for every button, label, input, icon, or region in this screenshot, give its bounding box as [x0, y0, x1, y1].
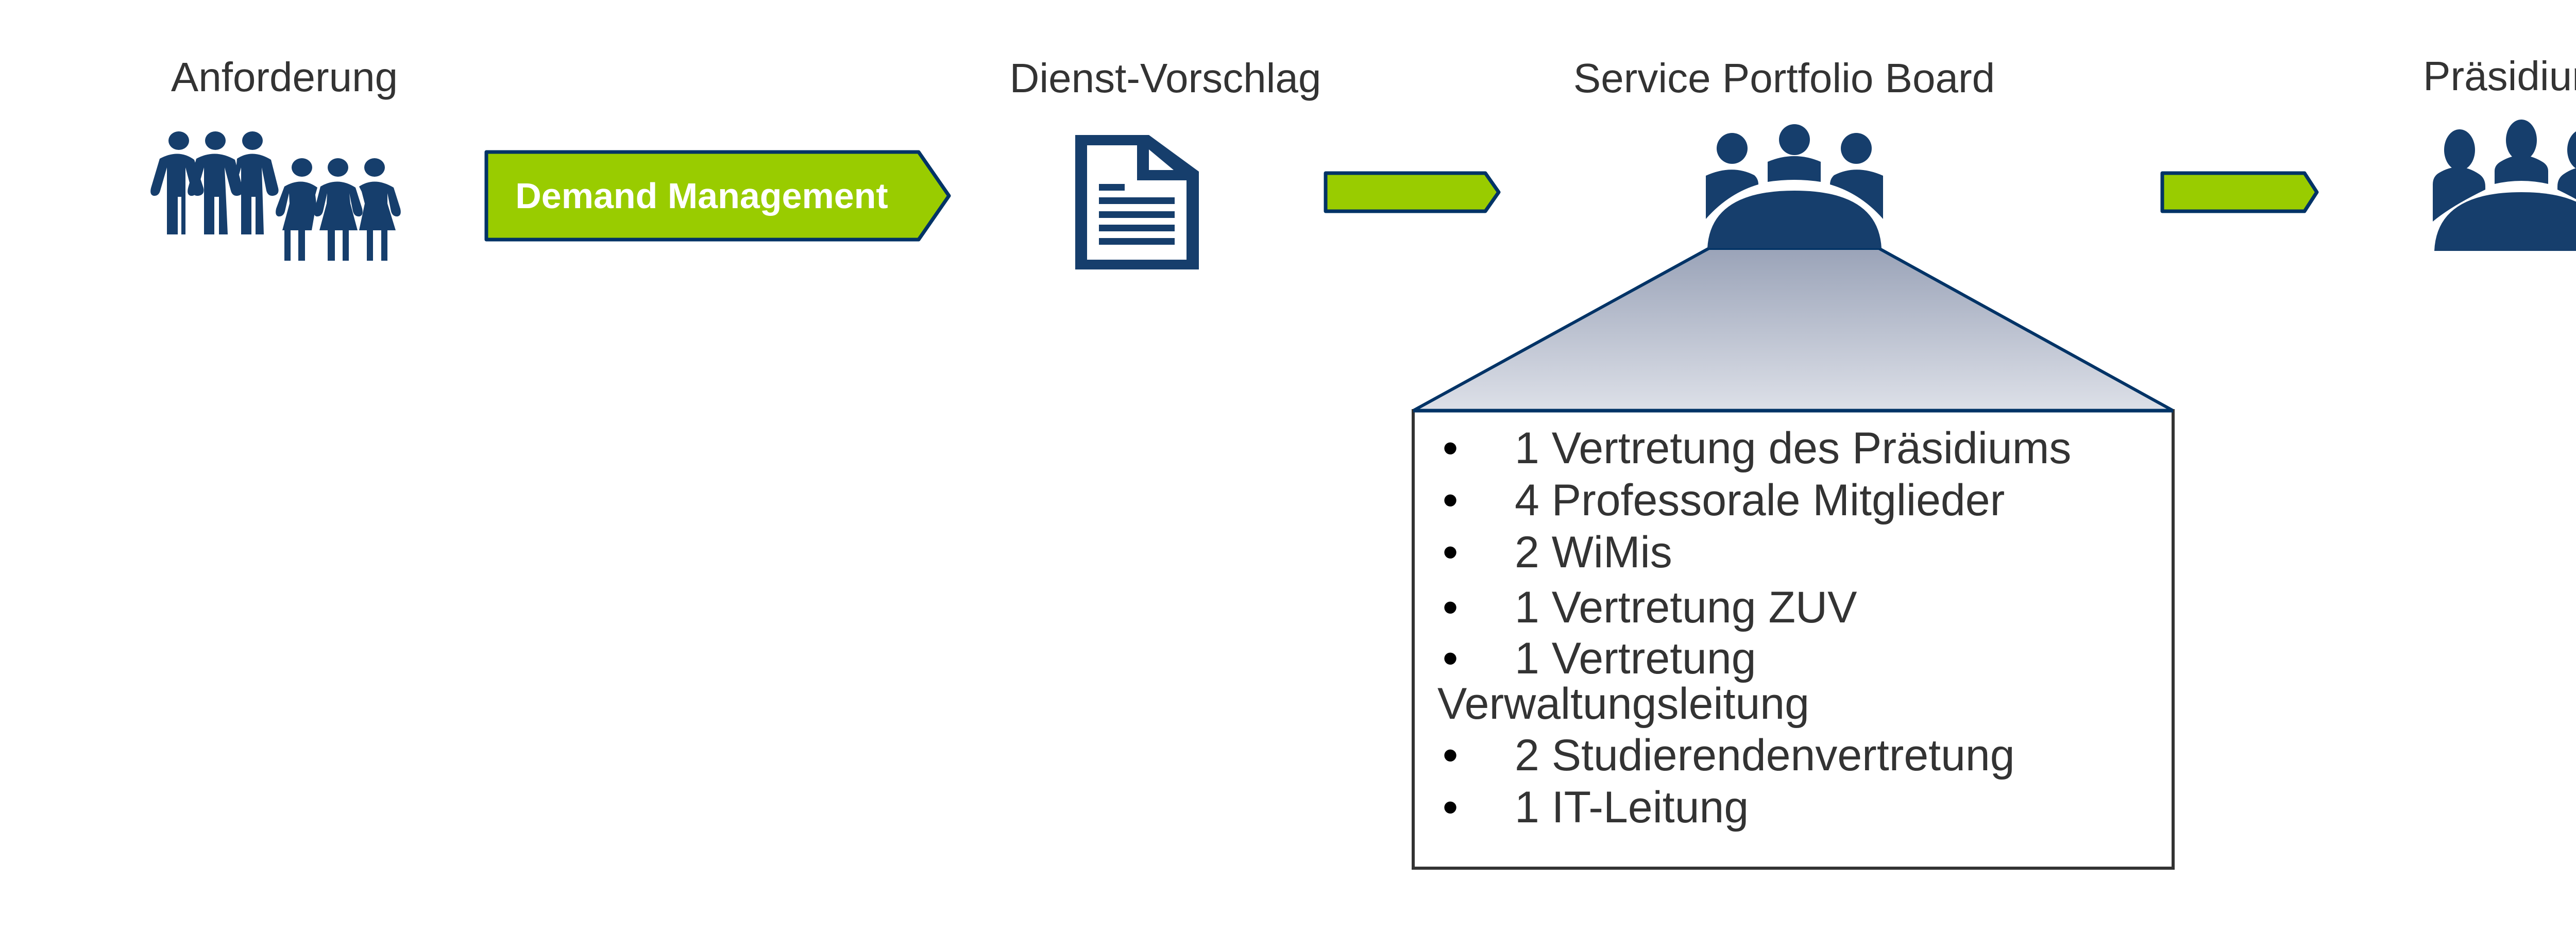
member-text: 1 Vertretung: [1515, 634, 1756, 683]
bullet-icon: •: [1443, 476, 1459, 525]
praesidium-meeting-icon: [2433, 120, 2576, 251]
document-icon: [1075, 135, 1199, 269]
member-text: 1 IT-Leitung: [1515, 783, 1749, 832]
board-members-list: • 1 Vertretung des Präsidiums • 4 Professo…: [1437, 422, 2159, 834]
woman-figure: [276, 158, 317, 261]
man-figure: [234, 131, 279, 234]
stage-label-praesidium: Präsidium: [2423, 53, 2576, 99]
member-text: 2 WiMis: [1515, 528, 1672, 577]
bullet-icon: •: [1443, 583, 1459, 632]
flow-arrow-to-praesidium: [2160, 171, 2319, 213]
member-text: 1 Vertretung ZUV: [1515, 583, 1857, 632]
demand-management-arrow: [484, 150, 951, 242]
man-figure: [188, 131, 243, 234]
stage-label-service-portfolio-board: Service Portfolio Board: [1573, 55, 1995, 101]
member-text-continuation: Verwaltungsleitung: [1437, 679, 1809, 729]
meeting-table-icon: [1706, 124, 1883, 248]
list-item: • 1 IT-Leitung: [1437, 782, 2159, 834]
list-item: • 2 Studierendenvertretung: [1437, 730, 2159, 782]
callout-connector: [1412, 247, 2175, 412]
stage-label-anforderung: Anforderung: [171, 54, 398, 100]
flow-arrow-to-board: [1324, 171, 1501, 213]
bullet-icon: •: [1443, 783, 1459, 832]
demand-management-label: Demand Management: [515, 176, 888, 216]
bullet-icon: •: [1443, 634, 1459, 683]
stage-label-dienst-vorschlag: Dienst-Vorschlag: [1009, 55, 1321, 101]
board-members-box: [1412, 409, 2175, 870]
list-item: • 2 WiMis: [1437, 527, 2159, 579]
bullet-icon: •: [1443, 731, 1459, 780]
man-figure: [150, 131, 204, 234]
list-item: • 1 Vertretung ZUV: [1437, 582, 2159, 634]
bullet-icon: •: [1443, 424, 1459, 473]
member-text: 4 Professorale Mitglieder: [1515, 476, 2005, 525]
list-item: • 1 Vertretung des Präsidiums: [1437, 422, 2159, 475]
woman-figure: [314, 158, 363, 261]
list-item: • 4 Professorale Mitglieder: [1437, 475, 2159, 527]
member-text: 2 Studierendenvertretung: [1515, 731, 2015, 780]
people-group-icon: [150, 131, 401, 261]
bullet-icon: •: [1443, 528, 1459, 577]
list-item: • 1 Vertretung Verwaltungsleitung: [1437, 636, 2159, 726]
member-text: 1 Vertretung des Präsidiums: [1515, 424, 2072, 473]
woman-figure: [359, 158, 401, 261]
